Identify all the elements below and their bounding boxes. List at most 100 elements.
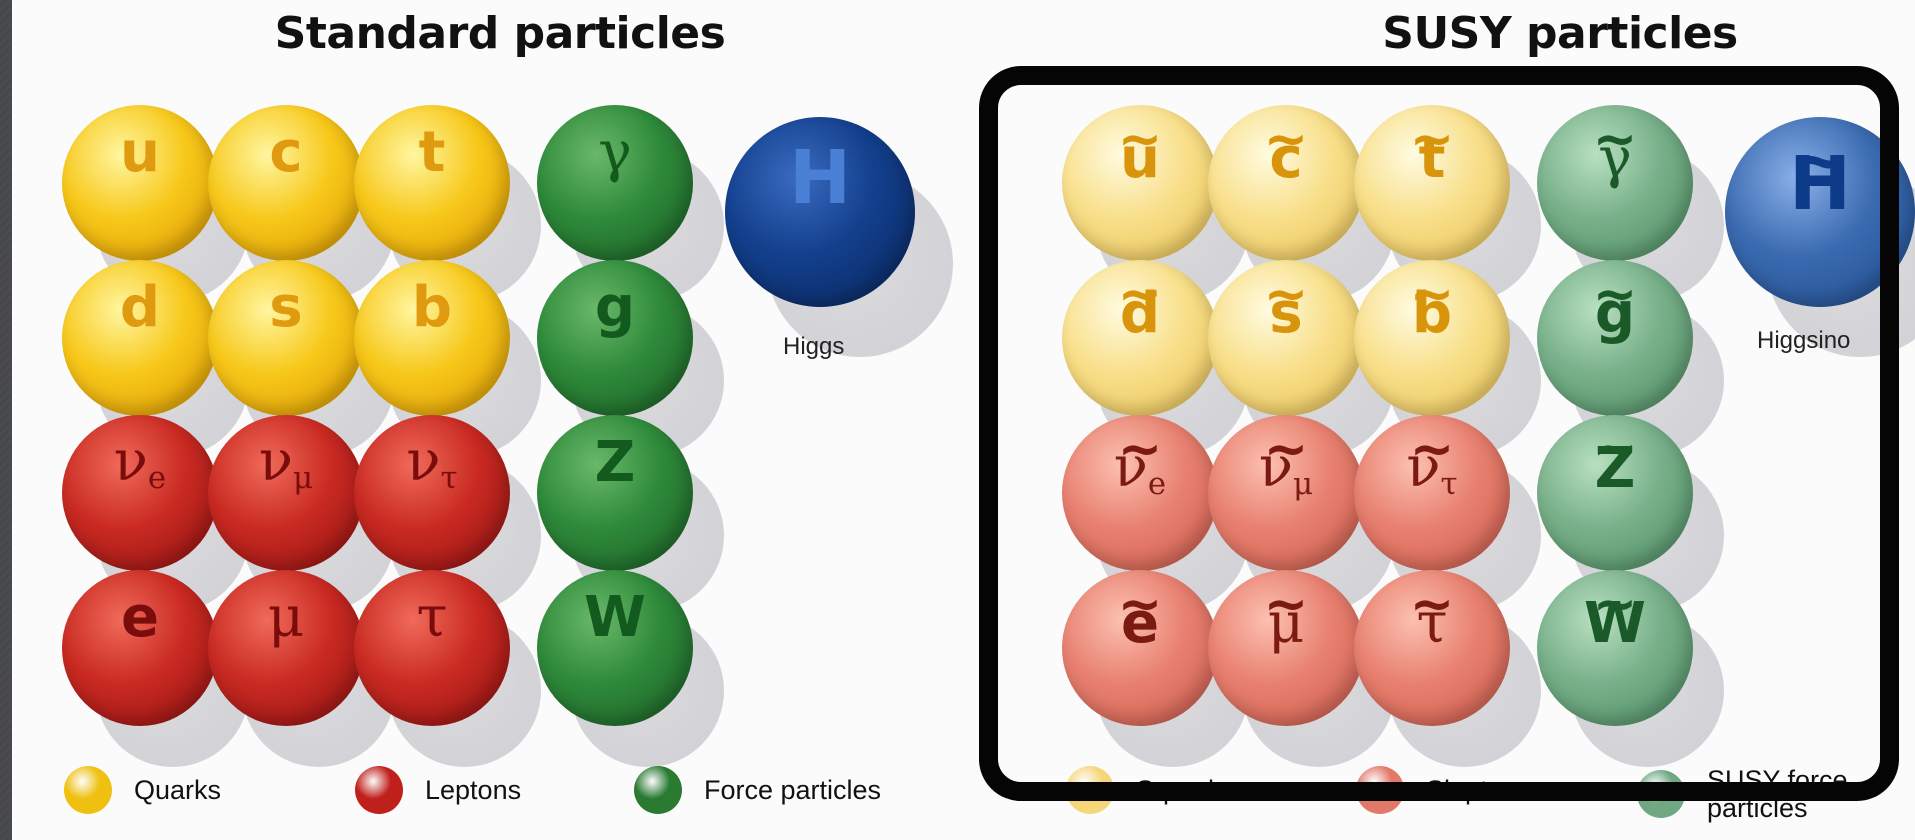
particle-symbol-text: ν xyxy=(258,429,294,495)
particle-symbol-text: μ xyxy=(267,585,305,651)
std-quark-ball: s xyxy=(208,260,364,416)
particle-symbol-text: u xyxy=(120,120,160,186)
particle-subscript: e xyxy=(1147,465,1167,502)
legend-label: Leptons xyxy=(425,775,522,805)
particle-symbol: u xyxy=(1062,130,1218,187)
particle-symbol-text: τ xyxy=(1416,591,1448,657)
susy-sforce-ball: ~W xyxy=(1537,570,1693,726)
tilde-mark: ~ xyxy=(1592,416,1638,480)
particle-symbol: γ xyxy=(537,125,693,182)
particle-symbol-text: g xyxy=(594,275,636,341)
susy-slepton-ball: ~μ xyxy=(1208,570,1364,726)
std-lepton-ball: νμ xyxy=(208,415,364,571)
susy-sforce-ball: ~γ xyxy=(1537,105,1693,261)
particle-symbol-text: ν xyxy=(113,429,148,495)
susy-particles-title: SUSY particles xyxy=(1382,8,1738,59)
tilde-mark: ~ xyxy=(1409,261,1455,325)
particle-symbol: s xyxy=(208,280,364,337)
particle-symbol: Z xyxy=(1537,440,1693,497)
tilde-mark: ~ xyxy=(1263,416,1309,480)
tilde-mark: ~ xyxy=(1592,106,1638,170)
particle-symbol: t xyxy=(354,125,510,182)
particle-symbol: u xyxy=(62,125,218,182)
particle-symbol-text: γ xyxy=(598,120,632,186)
legend-item-leptons: Leptons xyxy=(355,766,521,814)
particle-symbol: d xyxy=(1062,285,1218,342)
particle-symbol-text: b xyxy=(411,275,453,341)
particle-symbol: Z xyxy=(537,435,693,492)
particle-symbol-text: t xyxy=(1418,126,1446,192)
std-quark-ball: u xyxy=(62,105,218,261)
particle-symbol-text: ν xyxy=(1113,435,1148,501)
legend-item-force: Force particles xyxy=(634,766,881,814)
tilde-mark: ~ xyxy=(1117,106,1163,170)
susy-squark-ball: ~u xyxy=(1062,105,1218,261)
particle-symbol-text: W xyxy=(584,585,646,651)
tilde-mark: ~ xyxy=(1263,261,1309,325)
legend-swatch xyxy=(634,766,682,814)
particle-symbol-text: e xyxy=(120,585,160,651)
particle-symbol-text: ν xyxy=(406,429,441,495)
particle-symbol: ντ xyxy=(354,434,510,495)
particle-symbol-text: d xyxy=(119,275,161,341)
particle-symbol-text: ν xyxy=(1258,435,1294,501)
particle-symbol: νe xyxy=(1062,439,1218,502)
particle-symbol-text: μ xyxy=(1267,591,1305,657)
tilde-mark: ~ xyxy=(1117,261,1163,325)
susy-highlight-frame xyxy=(979,66,1899,801)
particle-symbol: d xyxy=(62,280,218,337)
particle-symbol: W xyxy=(537,590,693,647)
particle-symbol-text: W xyxy=(1584,591,1646,657)
tilde-mark: ~ xyxy=(1790,118,1850,201)
std-force-ball: γ xyxy=(537,105,693,261)
tilde-mark: ~ xyxy=(1409,571,1455,635)
higgsino-label: Higgsino xyxy=(1757,327,1851,354)
particle-symbol-text: u xyxy=(1120,126,1160,192)
legend-swatch xyxy=(64,766,112,814)
tilde-mark: ~ xyxy=(1117,416,1163,480)
susy-squark-ball: ~c xyxy=(1208,105,1364,261)
susy-sforce-ball: ~Z xyxy=(1537,415,1693,571)
particle-symbol-text: Z xyxy=(1594,436,1636,502)
particle-symbol-text: H xyxy=(1788,141,1851,228)
particle-symbol-text: γ xyxy=(1598,126,1632,192)
particle-symbol: c xyxy=(208,125,364,182)
susy-squark-ball: ~s xyxy=(1208,260,1364,416)
particle-symbol-text: s xyxy=(1269,281,1303,347)
tilde-mark: ~ xyxy=(1592,261,1638,325)
std-quark-ball: t xyxy=(354,105,510,261)
particle-symbol: s xyxy=(1208,285,1364,342)
particle-symbol: τ xyxy=(1354,595,1510,652)
particle-symbol-text: τ xyxy=(416,585,448,651)
particle-symbol-text: ν xyxy=(1406,435,1441,501)
susy-slepton-ball: ~ντ xyxy=(1354,415,1510,571)
std-lepton-ball: νe xyxy=(62,415,218,571)
tilde-mark: ~ xyxy=(1117,571,1163,635)
particle-subscript: μ xyxy=(293,460,314,497)
legend-item-quarks: Quarks xyxy=(64,766,221,814)
particle-subscript: τ xyxy=(1440,465,1458,502)
susy-squark-ball: ~d xyxy=(1062,260,1218,416)
particle-symbol: H xyxy=(725,140,915,214)
susy-slepton-ball: ~νμ xyxy=(1208,415,1364,571)
particle-symbol: b xyxy=(1354,285,1510,342)
particle-symbol-text: s xyxy=(269,275,303,341)
legend-label: Force particles xyxy=(704,775,882,805)
tilde-mark: ~ xyxy=(1263,106,1309,170)
tilde-mark: ~ xyxy=(1409,416,1455,480)
particle-symbol: g xyxy=(537,280,693,337)
particle-subscript: μ xyxy=(1293,465,1314,502)
susy-squark-ball: ~b xyxy=(1354,260,1510,416)
particle-symbol: e xyxy=(62,590,218,647)
susy-slepton-ball: ~νe xyxy=(1062,415,1218,571)
std-quark-ball: b xyxy=(354,260,510,416)
std-lepton-ball: μ xyxy=(208,570,364,726)
higgs-label: Higgs xyxy=(783,333,845,360)
particle-symbol: μ xyxy=(1208,595,1364,652)
particle-symbol: H xyxy=(1725,147,1915,221)
particle-symbol-text: c xyxy=(1269,126,1303,192)
legend-swatch xyxy=(355,766,403,814)
std-higgs-ball: H xyxy=(725,117,915,307)
particle-symbol-text: g xyxy=(1594,281,1636,347)
